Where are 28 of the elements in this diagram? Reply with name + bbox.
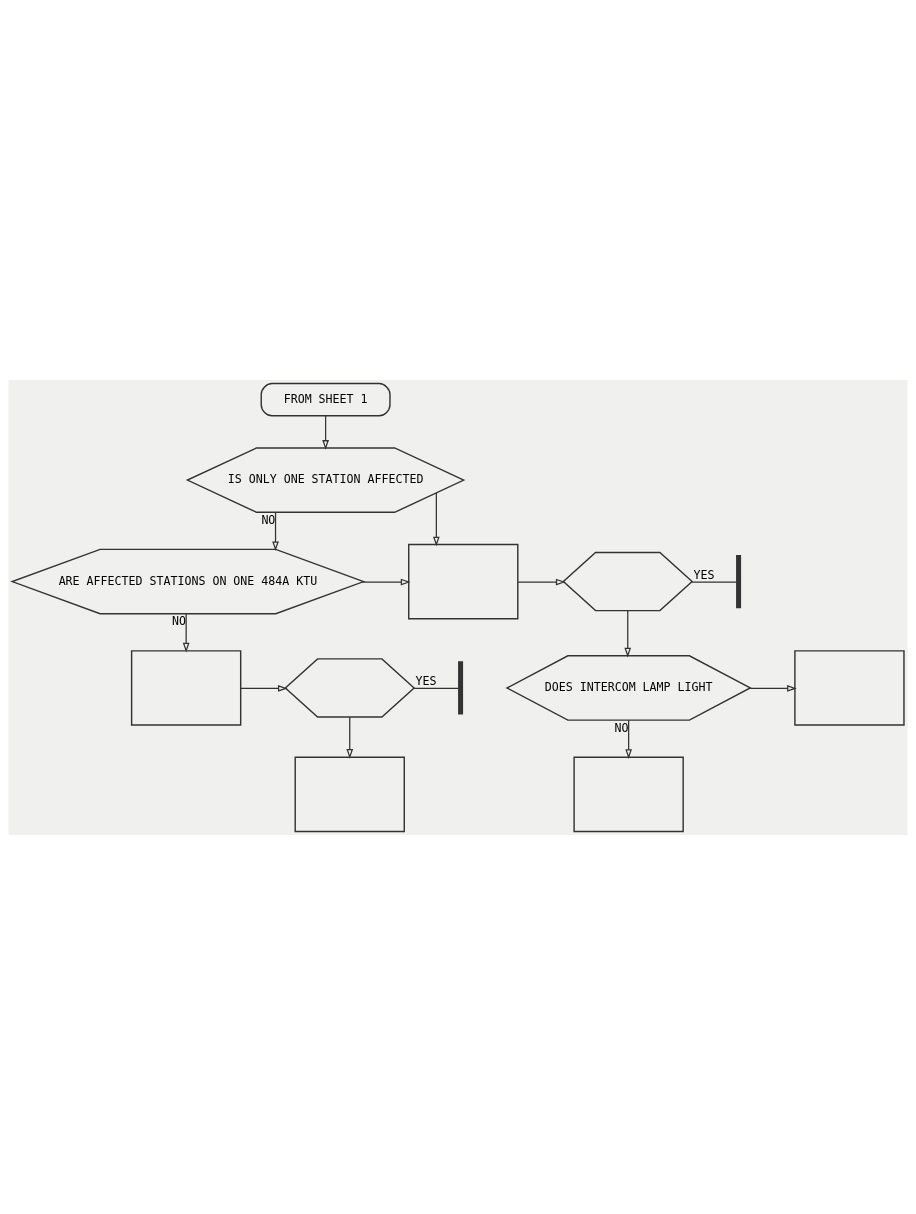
arrow (362, 578, 411, 585)
edge-label: YES (415, 673, 437, 688)
connector (413, 687, 460, 689)
arrow (624, 609, 632, 657)
arrow (748, 684, 797, 692)
node-box (294, 756, 405, 832)
connector (691, 580, 738, 583)
edge-label: YES (693, 567, 715, 582)
node-bar (458, 660, 464, 715)
node-hexagon (562, 551, 694, 611)
node-box (794, 649, 905, 726)
node-box (130, 649, 242, 726)
arrow (346, 715, 354, 759)
arrow (625, 719, 633, 759)
node-box: FROM SHEET 1 (260, 382, 391, 416)
arrow (322, 414, 329, 450)
node-box (573, 756, 684, 832)
edge-label: NO (614, 720, 629, 735)
edge-label: NO (172, 613, 186, 628)
arrow (182, 612, 190, 653)
arrow (272, 511, 279, 551)
arrow (240, 684, 288, 692)
node-bar (736, 554, 742, 608)
node-box (408, 543, 519, 619)
arrow (432, 491, 440, 546)
edge-label: NO (261, 512, 276, 527)
node-hexagon (284, 657, 416, 718)
arrow (517, 578, 566, 585)
